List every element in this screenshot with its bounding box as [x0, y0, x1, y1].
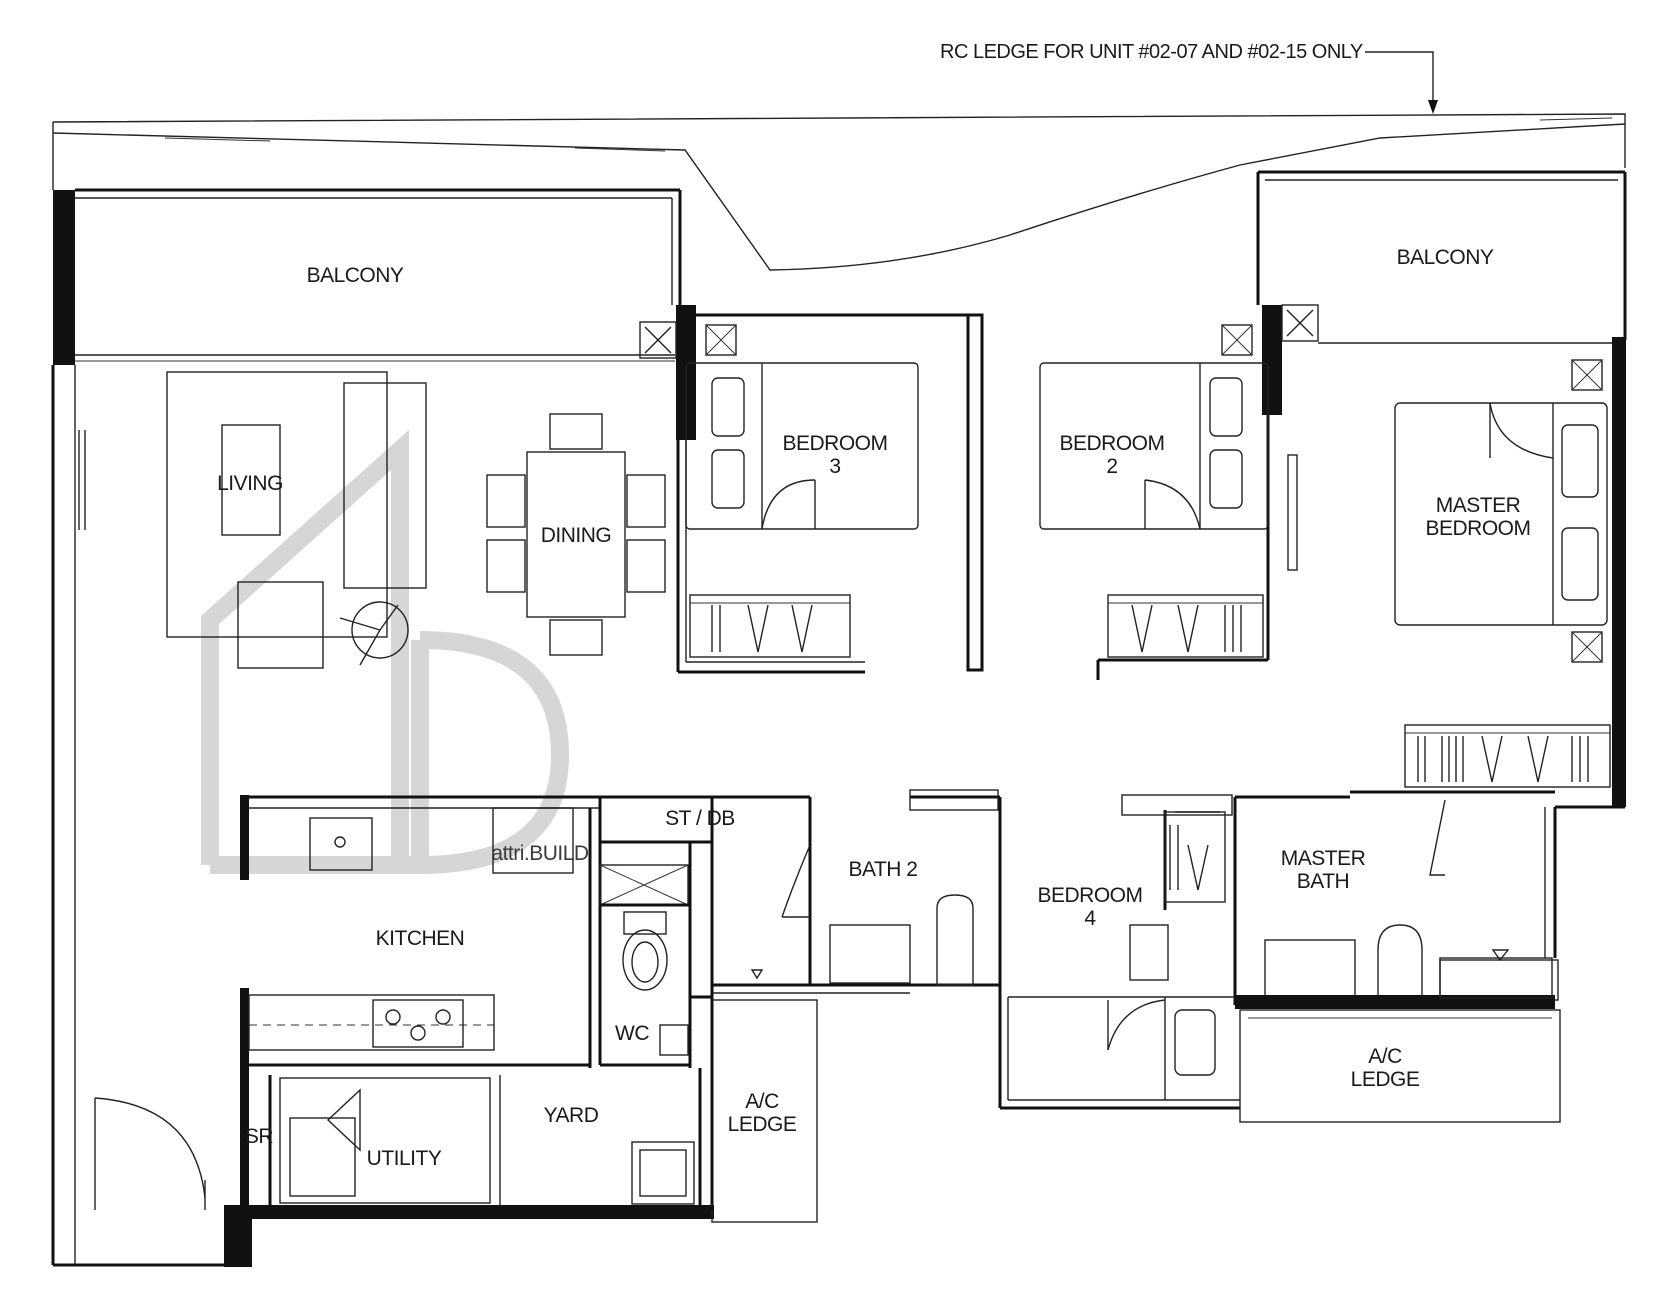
- room-label-dining: DINING: [541, 524, 612, 547]
- room-label-kitchen: KITCHEN: [376, 927, 465, 950]
- room-label-bedroom-3-line-1: BEDROOM: [782, 432, 887, 455]
- room-label-master-bath-line-1: MASTER: [1281, 847, 1366, 870]
- room-label-sr: SR: [245, 1125, 274, 1148]
- room-label-master-bedroom-line-2: BEDROOM: [1425, 517, 1530, 540]
- room-label-master-bedroom-line-1: MASTER: [1436, 494, 1521, 517]
- watermark: attri.BUILD: [201, 429, 589, 874]
- room-label-living: LIVING: [217, 472, 283, 495]
- rc-ledge-note-text: RC LEDGE FOR UNIT #02-07 AND #02-15 ONLY: [940, 41, 1363, 63]
- rc-ledge-note: RC LEDGE FOR UNIT #02-07 AND #02-15 ONLY: [940, 41, 1438, 114]
- room-labels: BALCONY BALCONY LIVING DINING BEDROOM 3 …: [217, 246, 1531, 1170]
- room-label-ac-ledge-right-line-2: LEDGE: [1351, 1068, 1420, 1091]
- room-label-bedroom-4-line-1: BEDROOM: [1037, 884, 1142, 907]
- room-label-wc: WC: [615, 1022, 649, 1045]
- room-label-balcony-left: BALCONY: [307, 264, 404, 287]
- room-label-bedroom-3-line-2: 3: [829, 455, 840, 478]
- room-label-bedroom-4-line-2: 4: [1084, 907, 1096, 930]
- bedroom-4-walls: [998, 794, 1240, 1110]
- master-bedroom-walls: [1287, 359, 1611, 794]
- ac-ledge-right-walls: [1239, 1009, 1561, 1123]
- bedroom-3-walls: [639, 305, 984, 674]
- room-label-bedroom-2-line-1: BEDROOM: [1059, 432, 1164, 455]
- room-label-bath-2: BATH 2: [849, 858, 918, 881]
- exterior-walls: [51, 170, 1627, 1267]
- living-furniture: [78, 371, 427, 669]
- room-label-bedroom-2-line-2: 2: [1106, 455, 1117, 478]
- room-label-master-bath-line-2: BATH: [1297, 870, 1349, 893]
- rc-ledge-outline: [52, 113, 1626, 271]
- bedroom-2-walls: [1039, 304, 1319, 680]
- room-label-ac-ledge-left-line-2: LEDGE: [728, 1113, 797, 1136]
- dining-furniture: [486, 413, 666, 656]
- watermark-house-logo: [201, 429, 570, 874]
- st-db-wc-walls: [599, 797, 714, 1068]
- room-label-ac-ledge-right-line-1: A/C: [1368, 1045, 1402, 1068]
- yard-utility-walls: [53, 1065, 714, 1267]
- room-label-yard: YARD: [544, 1104, 599, 1127]
- room-label-balcony-right: BALCONY: [1397, 246, 1494, 269]
- master-bath-walls: [1235, 795, 1559, 1009]
- room-label-st-db: ST / DB: [665, 807, 735, 830]
- room-label-utility: UTILITY: [367, 1147, 442, 1170]
- room-label-ac-ledge-left-line-1: A/C: [745, 1090, 779, 1113]
- watermark-text: attri.BUILD: [491, 842, 589, 865]
- bath-2-walls: [710, 789, 1002, 1223]
